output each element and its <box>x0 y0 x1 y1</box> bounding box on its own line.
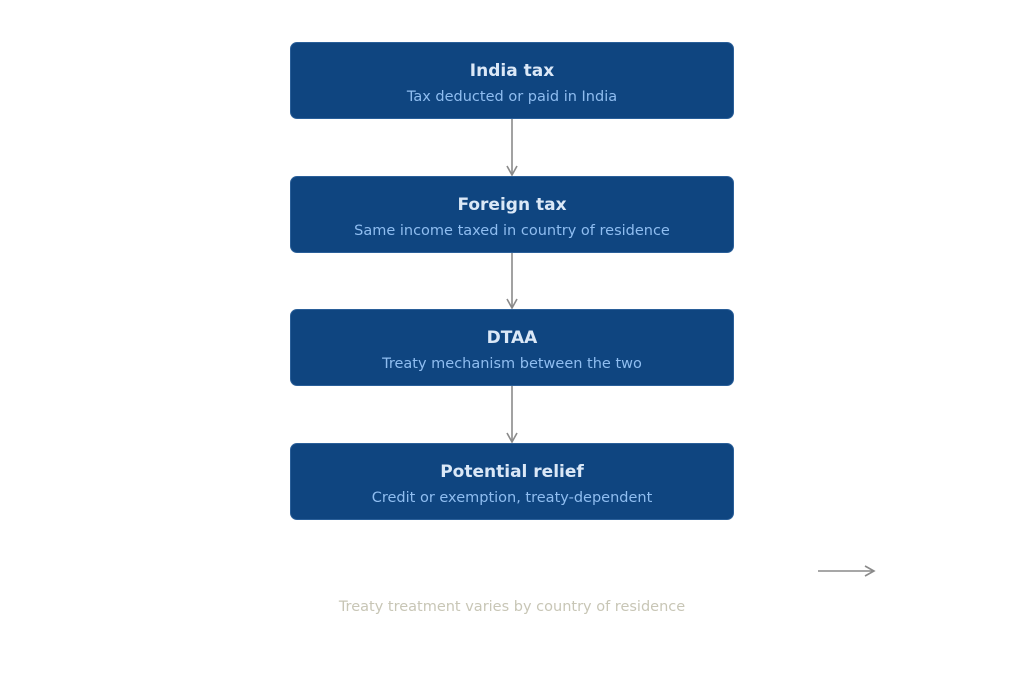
step-subtitle: Treaty mechanism between the two <box>382 356 642 372</box>
step-subtitle: Tax deducted or paid in India <box>406 89 618 105</box>
step-potential-relief: Potential relief Credit or exemption, tr… <box>290 443 734 520</box>
step-title: Foreign tax <box>457 195 567 215</box>
step-foreign-tax: Foreign tax Same income taxed in country… <box>290 176 734 253</box>
step-subtitle: Same income taxed in country of residenc… <box>354 223 670 239</box>
step-title: India tax <box>469 61 555 81</box>
step-subtitle: Credit or exemption, treaty-dependent <box>371 490 653 506</box>
step-india-tax: India tax Tax deducted or paid in India <box>290 42 734 119</box>
step-title: Potential relief <box>440 462 584 482</box>
step-dtaa: DTAA Treaty mechanism between the two <box>290 309 734 386</box>
footnote: Treaty treatment varies by country of re… <box>338 599 686 615</box>
step-title: DTAA <box>486 328 538 348</box>
